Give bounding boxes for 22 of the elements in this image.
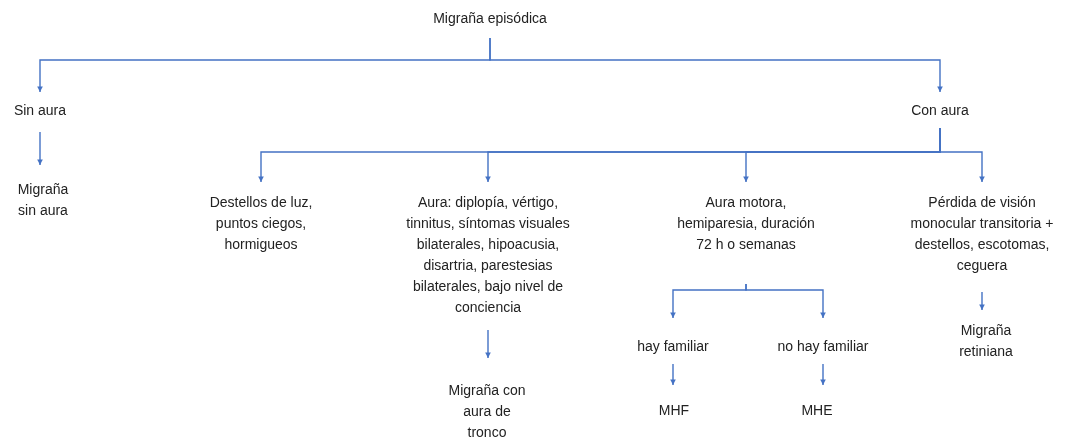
- node-label: Migraña sin aura: [16, 179, 70, 220]
- node-label: MHF: [658, 400, 690, 420]
- node-label: hay familiar: [637, 336, 709, 356]
- node-label: Destellos de luz, puntos ciegos, hormigueos: [208, 192, 314, 254]
- node-label: MHE: [801, 400, 833, 420]
- arrow: [489, 37, 943, 93]
- arrow: [745, 283, 826, 319]
- arrow: [939, 127, 985, 183]
- node-label: Migraña episódica: [433, 8, 547, 28]
- node-label: Sin aura: [13, 100, 67, 120]
- node-label: Aura motora, hemiparesia, duración 72 h o semanas: [676, 192, 816, 254]
- arrow: [485, 329, 491, 359]
- arrow: [979, 291, 985, 311]
- node-label: Aura: diplopía, vértigo, tinnitus, síntomas visuales bilaterales, hipoacusia, disartria, parestesias bilaterales, bajo nivel de conciencia: [405, 192, 571, 317]
- node-label: Migraña con aura de tronco: [447, 380, 527, 442]
- arrow: [37, 131, 43, 166]
- node-label: Con aura: [911, 100, 969, 120]
- arrow: [670, 363, 676, 386]
- arrow: [820, 363, 826, 386]
- node-label: Migraña retiniana: [958, 320, 1014, 361]
- node-label: no hay familiar: [777, 336, 869, 356]
- node-label: Pérdida de visión monocular transitoria + destellos, escotomas, ceguera: [909, 192, 1055, 275]
